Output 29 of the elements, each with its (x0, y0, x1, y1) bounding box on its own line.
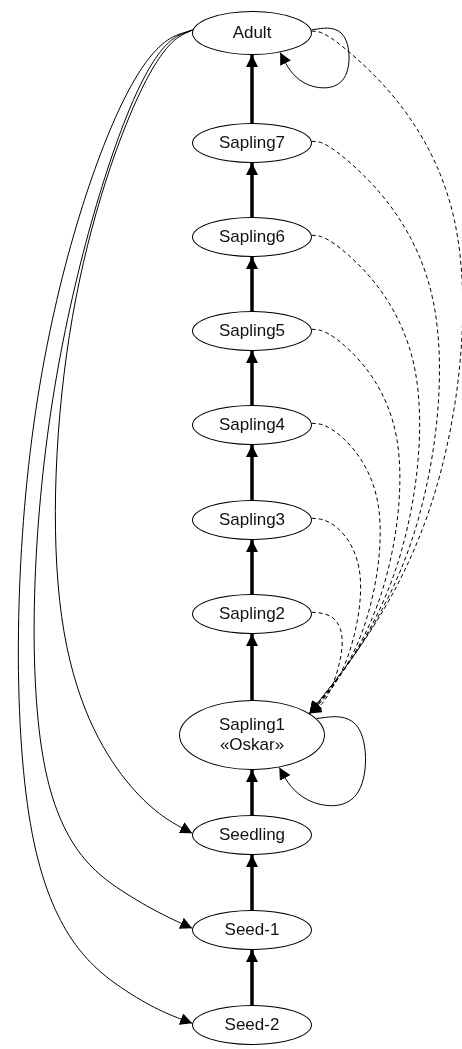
arrow (246, 163, 258, 217)
arrow (309, 611, 343, 714)
node-label: Seed-1 (224, 920, 280, 940)
node-label: Seedling (218, 825, 286, 845)
arrow (17, 29, 194, 1025)
arrow (246, 634, 258, 700)
node-label: Sapling7 (218, 133, 286, 153)
arrow (278, 716, 366, 807)
node-label: Sapling6 (218, 227, 286, 247)
node-label: «Oskar» (219, 735, 285, 755)
arrow (246, 445, 258, 500)
node-label: Sapling5 (218, 321, 286, 341)
arrow (246, 55, 258, 123)
arrow (246, 540, 258, 594)
node-label: Sapling2 (218, 604, 286, 624)
node-label: Sapling3 (218, 510, 286, 530)
arrow (309, 517, 362, 714)
node-label: Adult (232, 23, 272, 43)
arrow (279, 27, 350, 89)
arrow (246, 770, 258, 815)
arrow (246, 950, 258, 1005)
arrow (246, 855, 258, 910)
node-label: Sapling4 (218, 415, 286, 435)
arrow (54, 29, 194, 834)
arrow (246, 257, 258, 311)
node-label: Seed-2 (224, 1015, 280, 1035)
arrow (246, 351, 258, 405)
arrow (33, 29, 194, 929)
node-label: Sapling1 (218, 715, 286, 735)
